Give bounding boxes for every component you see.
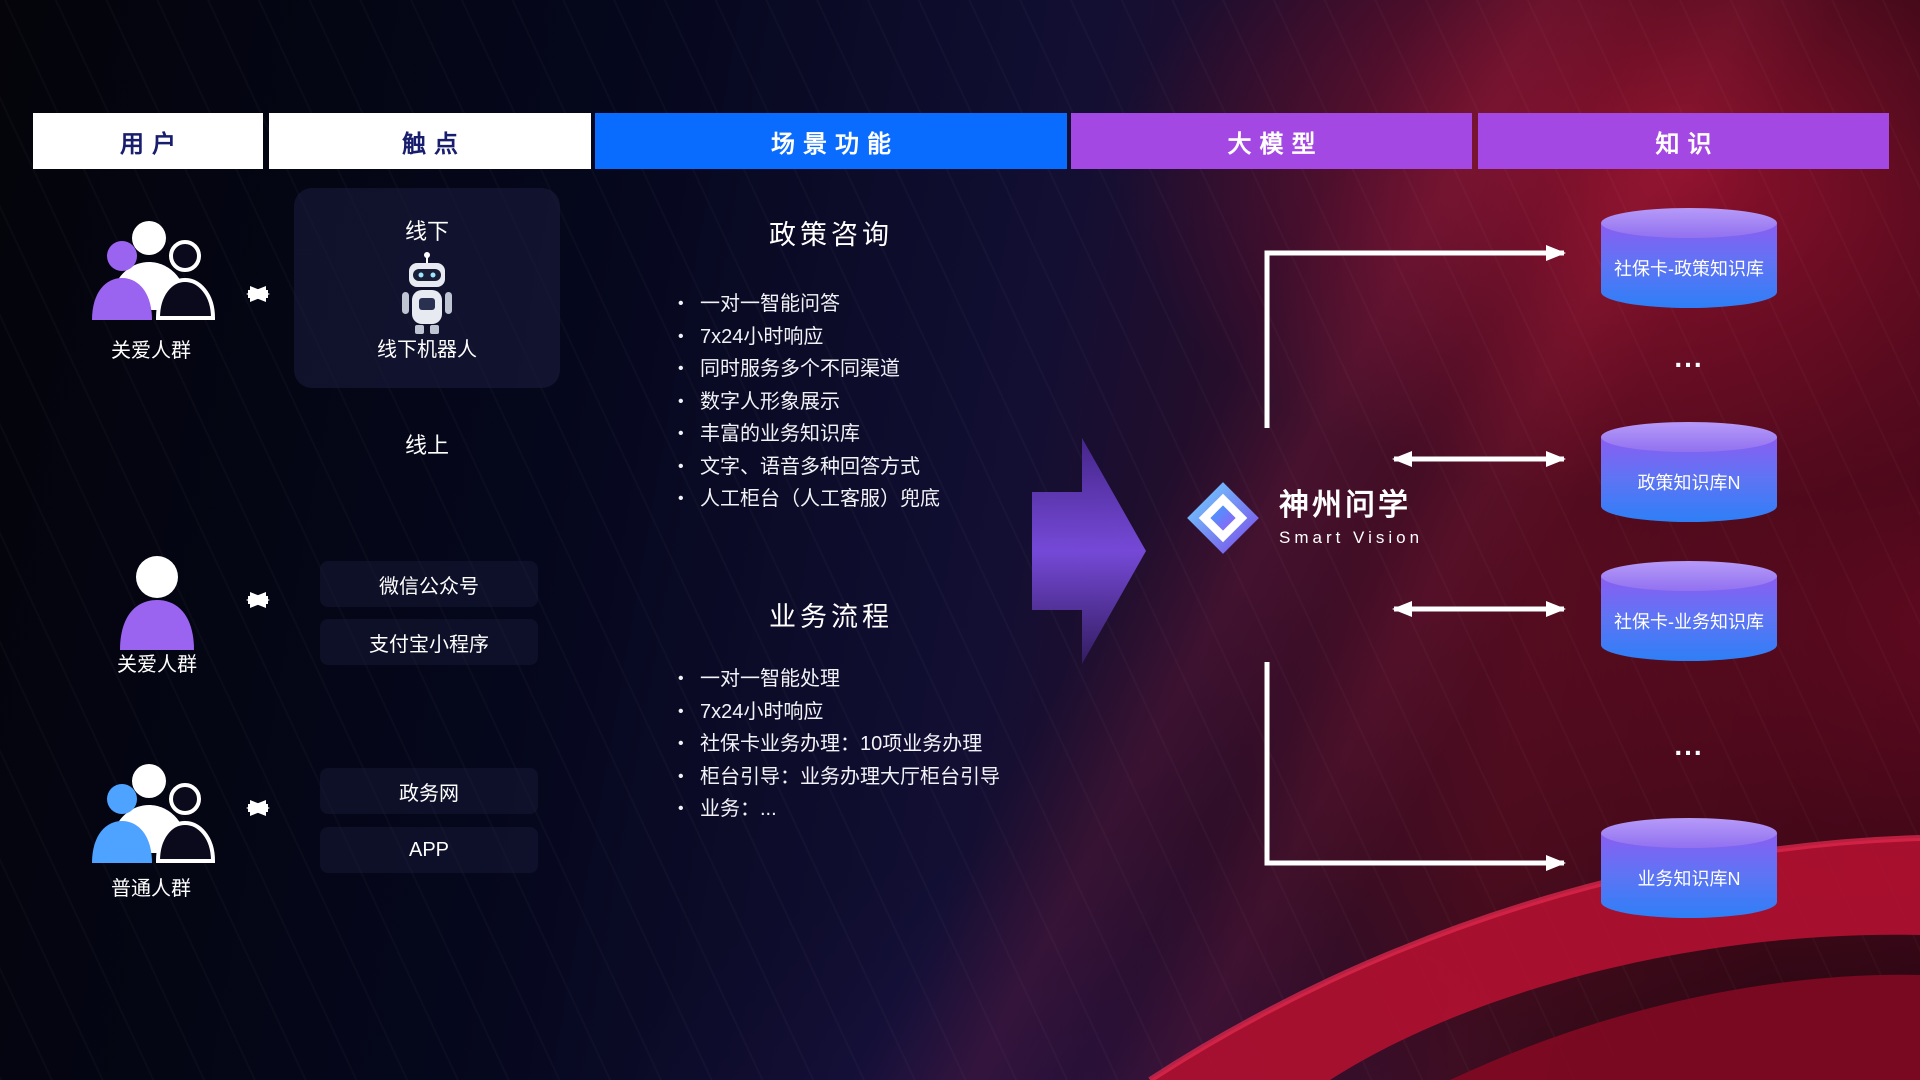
header-users: 用户 (33, 113, 263, 169)
model-to-kb1-arrow (1264, 245, 1566, 428)
model-logo: 神州问学 Smart Vision (1185, 480, 1423, 556)
channel-wechat: 微信公众号 (320, 561, 538, 607)
list-item: 丰富的业务知识库 (676, 418, 940, 451)
list-item: 柜台引导：业务办理大厅柜台引导 (676, 761, 1000, 794)
header-touchpoints: 触点 (269, 113, 591, 169)
list-item: 社保卡业务办理：10项业务办理 (676, 728, 1000, 761)
red-corner (1450, 974, 1920, 1080)
list-item: 人工柜台（人工客服）兜底 (676, 483, 940, 516)
list-item: 一对一智能处理 (676, 663, 1000, 696)
list-item: 一对一智能问答 (676, 288, 940, 321)
scenario-title-business: 业务流程 (769, 602, 893, 632)
cylinder-top (1601, 422, 1777, 452)
scenario-title-policy: 政策咨询 (769, 220, 893, 250)
list-item: 业务：... (676, 793, 1000, 826)
group-icon (92, 221, 216, 320)
model-subtitle: Smart Vision (1279, 527, 1424, 547)
model-name: 神州问学 (1279, 488, 1411, 522)
header-scenarios: 场景功能 (595, 113, 1067, 169)
model-to-kb4-arrow (1264, 662, 1566, 871)
offline-robot-label: 线下机器人 (377, 339, 477, 361)
knowledge-base-cylinder: 业务知识库N (1601, 818, 1777, 918)
red-band-edge (1148, 835, 1920, 1080)
knowledge-base-cylinder: 社保卡-政策知识库 (1601, 208, 1777, 308)
list-item: 同时服务多个不同渠道 (676, 353, 940, 386)
list-item: 7x24小时响应 (676, 321, 940, 354)
knowledge-base-label: 业务知识库N (1637, 868, 1741, 889)
ellipsis: ... (1674, 730, 1704, 761)
person-icon (120, 556, 194, 650)
user-group-label: 普通人群 (111, 878, 191, 900)
cylinder-top (1601, 818, 1777, 848)
offline-touchpoint-card: 线下 线下机器人 (294, 188, 560, 388)
channel-app: APP (320, 827, 538, 873)
list-item: 7x24小时响应 (676, 696, 1000, 729)
group-icon (92, 764, 216, 863)
knowledge-base-label: 社保卡-政策知识库 (1614, 258, 1764, 279)
knowledge-base-cylinder: 社保卡-业务知识库 (1601, 561, 1777, 661)
knowledge-base-label: 政策知识库N (1637, 472, 1741, 493)
cylinder-top (1601, 208, 1777, 238)
channel-alipay: 支付宝小程序 (320, 619, 538, 665)
cylinder-top (1601, 561, 1777, 591)
ellipsis: ... (1674, 342, 1704, 373)
cylinder-body: 政策知识库N (1601, 437, 1777, 522)
user-group-label: 关爱人群 (111, 340, 191, 362)
channel-gov-web: 政务网 (320, 768, 538, 814)
diamond-logo-icon (1187, 482, 1259, 554)
big-arrow-icon (1032, 438, 1146, 664)
header-knowledge: 知识 (1478, 113, 1889, 169)
knowledge-base-label: 社保卡-业务知识库 (1614, 611, 1764, 632)
offline-title: 线下 (404, 219, 449, 244)
user-group-label: 关爱人群 (117, 654, 197, 676)
knowledge-base-cylinder: 政策知识库N (1601, 422, 1777, 522)
robot-icon (402, 252, 452, 334)
header-model: 大模型 (1071, 113, 1472, 169)
list-item: 文字、语音多种回答方式 (676, 451, 940, 484)
red-band (1150, 838, 1920, 1080)
scenario-business-list: 一对一智能处理 7x24小时响应 社保卡业务办理：10项业务办理 柜台引导：业务… (676, 663, 1000, 826)
online-title: 线上 (404, 433, 449, 458)
scenario-policy-list: 一对一智能问答 7x24小时响应 同时服务多个不同渠道 数字人形象展示 丰富的业… (676, 288, 940, 516)
list-item: 数字人形象展示 (676, 386, 940, 419)
